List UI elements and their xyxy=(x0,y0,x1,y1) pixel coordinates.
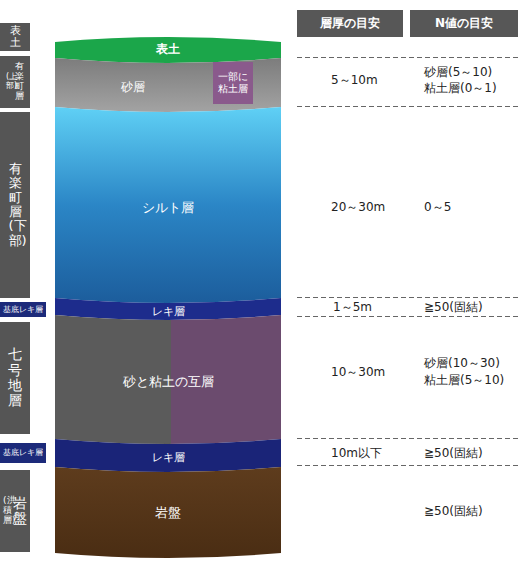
value-label: 10～30m xyxy=(331,365,385,379)
clay-lens-text: 一部に粘土層 xyxy=(215,71,251,95)
dashed-divider xyxy=(297,57,518,58)
value-label: 10m以下 xyxy=(331,446,382,460)
stratum-name: 砂と粘土の互層 xyxy=(123,374,214,390)
stratum-fill xyxy=(55,298,281,320)
dashed-divider xyxy=(297,106,518,107)
layer-name: 有楽町層 xyxy=(15,62,24,102)
dashed-divider xyxy=(297,438,518,439)
stratum-name: シルト層 xyxy=(142,200,194,216)
stratum-band: 表土 xyxy=(55,37,281,58)
base-gravel-tag: 基底レキ層 xyxy=(0,443,46,463)
layer-name: 有楽町層(下部) xyxy=(9,162,22,248)
stratum-band: 岩盤 xyxy=(55,467,281,553)
stratum-fill xyxy=(55,58,281,112)
value-label: 粘土層(0～1) xyxy=(424,81,497,95)
value-label: ≧50(固結) xyxy=(424,300,483,314)
layer-name: (上部) xyxy=(6,73,14,91)
stratum-fill xyxy=(55,439,281,472)
header-text: N値の目安 xyxy=(435,16,493,30)
layer-name: (洪積層) xyxy=(3,496,12,526)
stratum-band: 砂層 一部に粘土層 xyxy=(55,58,281,107)
value-label: ≧50(固結) xyxy=(424,446,483,460)
layer-tag: 表土 xyxy=(0,23,30,51)
header-text: 層厚の目安 xyxy=(320,16,380,30)
dashed-divider xyxy=(297,297,518,298)
layer-tag: 岩盤(洪積層) xyxy=(0,470,30,552)
stratum-fill xyxy=(55,467,281,558)
header-box: 層厚の目安 xyxy=(297,10,403,37)
value-label: 0～5 xyxy=(424,200,451,214)
stratum-fill xyxy=(55,37,281,63)
stratum-name: 表土 xyxy=(156,42,180,56)
value-label: 砂層(10～30) xyxy=(424,356,500,370)
layer-name: 七号地層 xyxy=(8,347,22,409)
stratum-band: シルト層 xyxy=(55,107,281,298)
header-box: N値の目安 xyxy=(410,10,518,37)
dashed-divider xyxy=(297,316,518,317)
clay-lens-box: 一部に粘土層 xyxy=(213,62,253,104)
base-gravel-tag: 基底レキ層 xyxy=(0,302,46,317)
stratum-band: レキ層 xyxy=(55,298,281,315)
layer-name: 基底レキ層 xyxy=(3,448,43,458)
stratum-band: 砂と粘土の互層 xyxy=(55,315,281,439)
value-label: 1～5m xyxy=(333,300,372,314)
value-label: 粘土層(5～10) xyxy=(424,373,504,387)
layer-name: 基底レキ層 xyxy=(3,305,43,315)
layer-tag: 七号地層 xyxy=(0,322,30,434)
stratum-band: レキ層 xyxy=(55,439,281,467)
stratum-name: レキ層 xyxy=(152,305,185,318)
value-label: ≧50(固結) xyxy=(424,504,483,518)
layer-tag: 有楽町層(上部) xyxy=(0,56,30,108)
stratum-name: レキ層 xyxy=(152,451,185,464)
layer-name: 岩盤 xyxy=(13,496,27,527)
value-label: 5～10m xyxy=(331,73,378,87)
value-label: 20～30m xyxy=(331,200,385,214)
value-label: 砂層(5～10) xyxy=(424,65,492,79)
stratum-fill xyxy=(55,315,281,444)
stratum-name: 岩盤 xyxy=(155,505,181,521)
dashed-divider xyxy=(297,465,518,466)
stratum-name: 砂層 xyxy=(121,80,145,94)
layer-name: 表土 xyxy=(10,25,21,49)
layer-tag: 有楽町層(下部) xyxy=(0,112,30,298)
stratum-fill xyxy=(55,107,281,303)
